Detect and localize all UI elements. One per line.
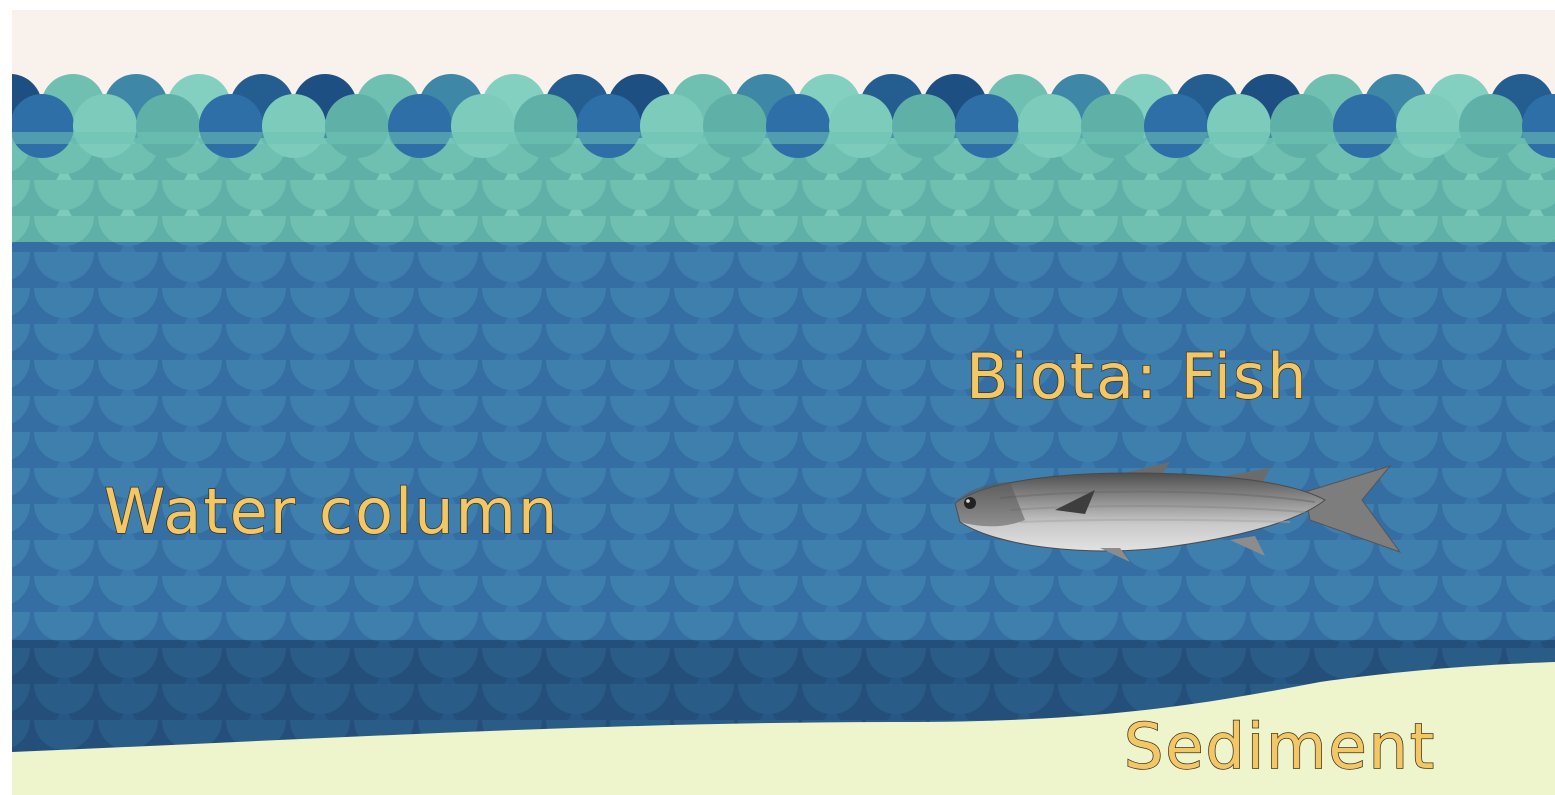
wave-scale [640, 94, 704, 158]
biota-fish-label: Biota: Fish [966, 346, 1309, 408]
wave-scale [514, 94, 578, 158]
wave-scale [703, 94, 767, 158]
wave-scale [892, 94, 956, 158]
wave-scale [829, 94, 893, 158]
wave-scale [1018, 94, 1082, 158]
wave-scale [1333, 94, 1397, 158]
wave-scale [1459, 94, 1523, 158]
wave-scale [1270, 94, 1334, 158]
water-column-label: Water column [104, 481, 559, 543]
wave-scale [451, 94, 515, 158]
wave-scale [262, 94, 326, 158]
wave-scale [955, 94, 1019, 158]
wave-scale [1396, 94, 1460, 158]
water-column [12, 242, 1555, 642]
wave-blend [12, 132, 1555, 144]
wave-scale [136, 94, 200, 158]
wave-scale [1081, 94, 1145, 158]
wave-scale [1207, 94, 1271, 158]
wave-scale [199, 94, 263, 158]
wave-scale [766, 94, 830, 158]
wave-scale [325, 94, 389, 158]
sediment-label: Sediment [1124, 716, 1436, 778]
wave-scale [577, 94, 641, 158]
wave-scale [1144, 94, 1208, 158]
wave-scale [388, 94, 452, 158]
wave-scale [73, 94, 137, 158]
wave-scale [10, 94, 74, 158]
